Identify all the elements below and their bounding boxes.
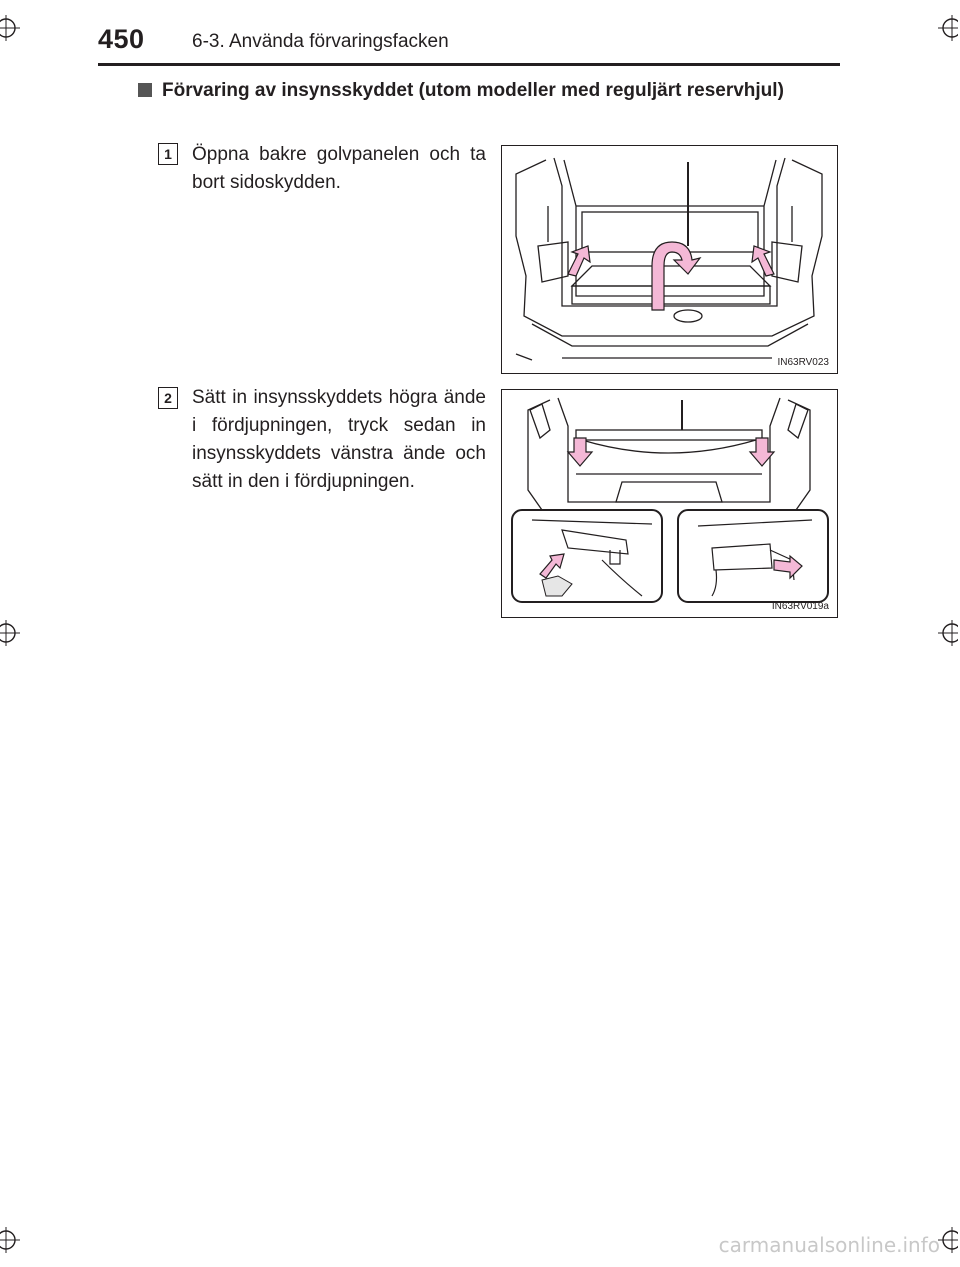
step-number-2: 2 [158,387,178,409]
registration-mark-bottom-left [0,1223,34,1257]
registration-mark-bottom-right [924,1223,960,1257]
figure-code-1: IN63RV023 [777,357,829,368]
cargo-area-illustration-1 [515,157,823,361]
subsection-heading: Förvaring av insynsskyddet (utom modelle… [138,77,832,104]
section-title: 6-3. Använda förvaringsfacken [192,31,449,52]
page-header: 450 6-3. Använda förvaringsfacken [0,0,960,66]
registration-mark-top-right [924,11,960,45]
subsection-heading-text: Förvaring av insynsskyddet (utom modelle… [162,80,784,101]
registration-mark-top-left [0,11,34,45]
cargo-area-illustration-2 [511,397,829,603]
footer-watermark: carmanualsonline.info [718,1233,940,1257]
page-number: 450 [98,24,145,54]
square-bullet-icon [138,83,152,97]
header-rule [98,63,840,66]
figure-code-2: IN63RV019a [771,601,829,612]
step-1-text: Öppna bakre golvpanelen och ta bort sido… [192,144,486,193]
registration-mark-mid-left [0,616,34,650]
registration-mark-mid-right [924,616,960,650]
step-number-1: 1 [158,143,178,165]
figure-step-2: IN63RV019a [501,389,838,618]
step-2-text: Sätt in insynsskyddets högra ände i förd… [192,387,486,492]
figure-step-1: IN63RV023 [501,145,838,374]
